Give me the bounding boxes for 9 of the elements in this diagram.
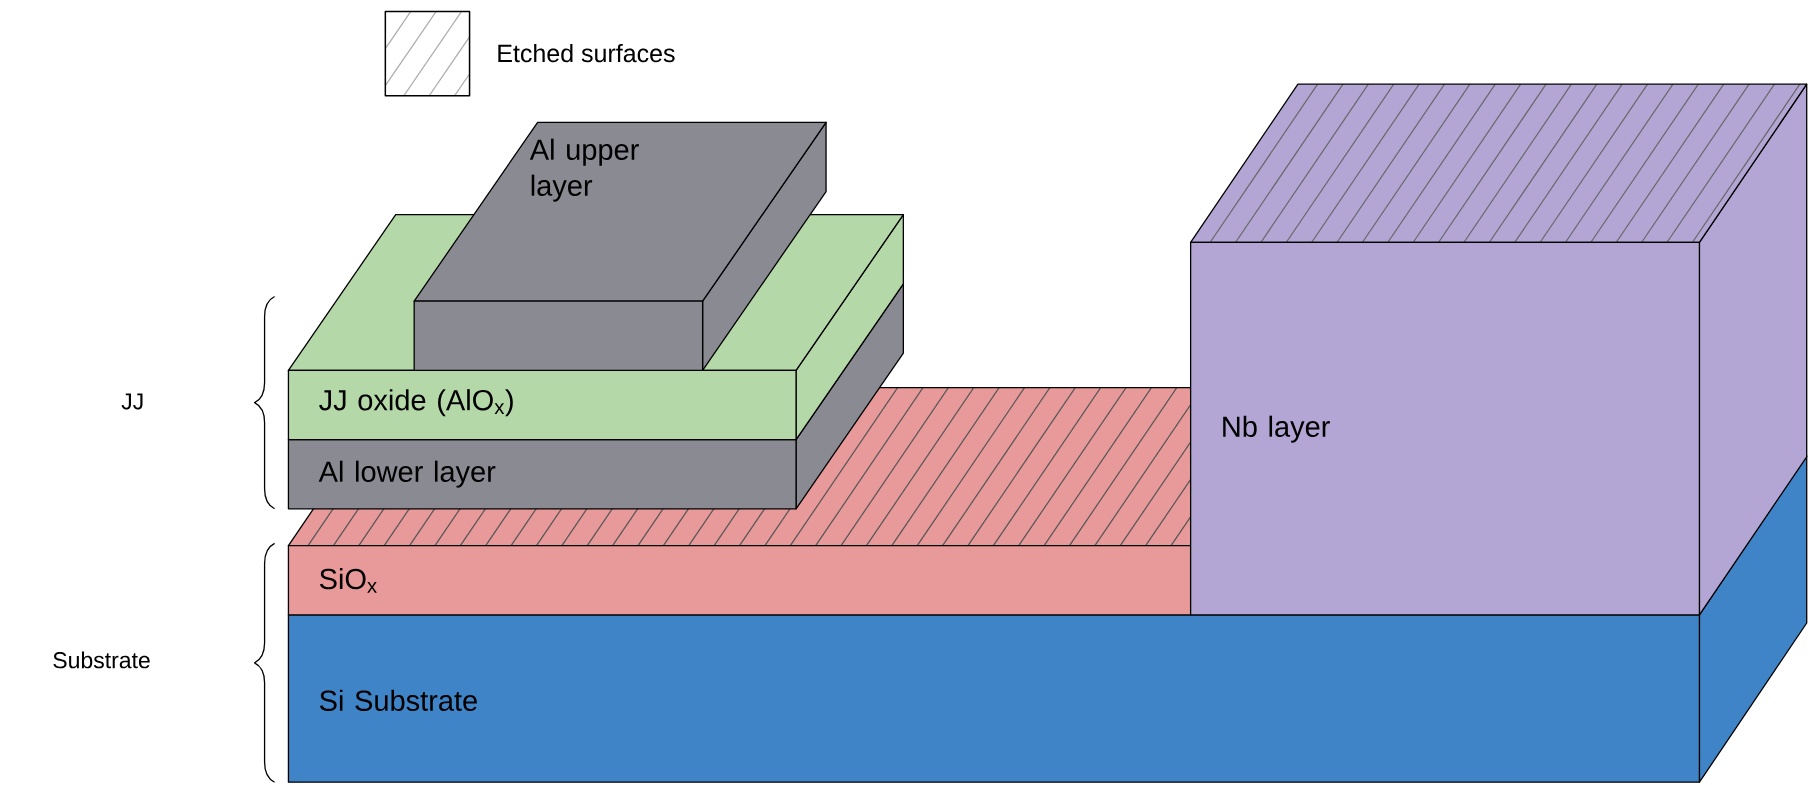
layer-label: JJ oxide (AlO$_{x}$)	[319, 389, 513, 417]
layer-label: SiO$_{x}$	[319, 568, 377, 593]
brace-label: Substrate	[53, 651, 150, 669]
layer-label: Al lower layer	[318, 460, 496, 488]
brace-label: JJ	[121, 393, 143, 410]
layer-label: Al upper layer	[529, 138, 639, 202]
layer-label: Nb layer	[1223, 415, 1330, 443]
legend-label: Etched surfaces	[498, 44, 675, 63]
layer-label: Si Substrate	[319, 689, 477, 712]
